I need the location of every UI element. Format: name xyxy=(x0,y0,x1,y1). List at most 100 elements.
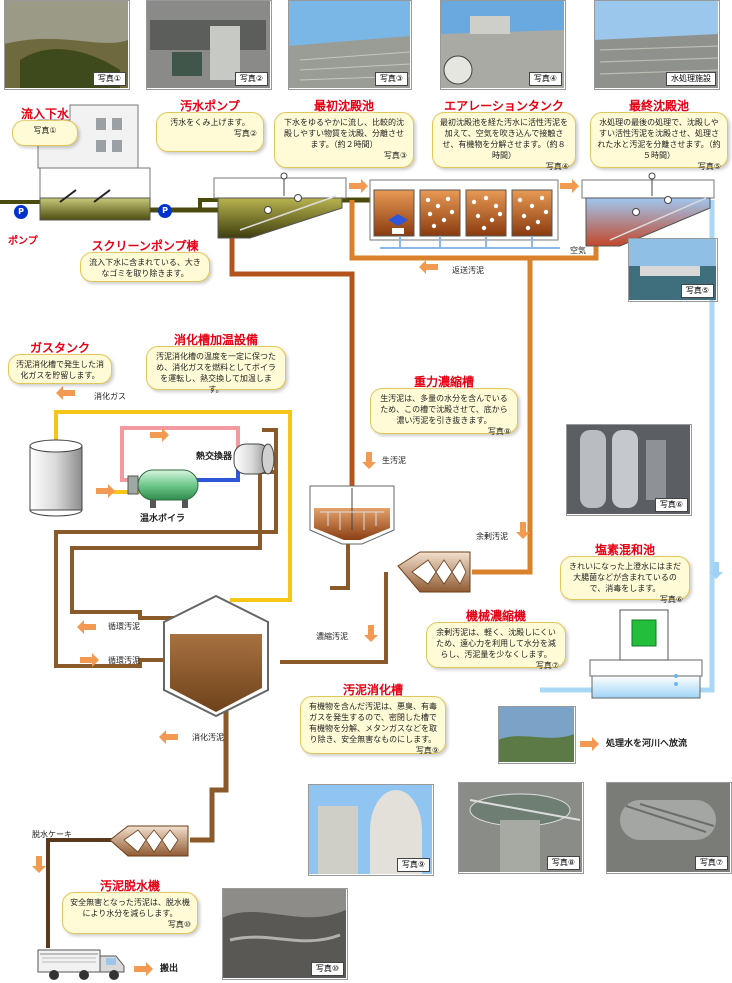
gas-tank xyxy=(29,439,83,517)
carry-out-label: 搬出 xyxy=(160,964,179,974)
photo-7: 写真⑦ xyxy=(606,782,732,874)
excess-sludge-label: 余剰汚泥 xyxy=(476,532,508,541)
gravity-thickener xyxy=(309,485,395,545)
balloon-gas-tank: ガスタンク 汚泥消化槽で発生した消化ガスを貯留します。 xyxy=(8,341,112,384)
heat-exchanger xyxy=(233,443,275,475)
balloon-text: 安全無害となった汚泥は、脱水機により水分を減らします。 xyxy=(70,898,190,918)
digested-sludge-line xyxy=(190,700,229,843)
balloon-text: 汚泥消化槽の温度を一定に保つため、消化ガスを燃料としてボイラを運転し、熱交換して… xyxy=(156,352,276,394)
balloon-ref: 写真④ xyxy=(545,162,569,171)
primary-settling-tank xyxy=(213,172,347,239)
return-sludge-label: 返送汚泥 xyxy=(452,266,484,275)
boiler-label: 温水ボイラ xyxy=(140,514,186,524)
cake-line xyxy=(46,838,122,948)
photo-8: 写真⑧ xyxy=(458,782,584,874)
aeration-tanks xyxy=(369,179,560,249)
photo-caption: 写真⑧ xyxy=(546,856,580,870)
flow-arrows xyxy=(32,179,723,976)
balloon-text: 有機物を含んだ汚泥は、悪臭、有毒ガスを発生するので、密閉した槽で有機物を分解、メ… xyxy=(309,702,437,744)
photo-caption: 写真⑥ xyxy=(654,498,688,512)
circulation-sludge-label: 循環汚泥 xyxy=(108,622,140,631)
final-settling-tank xyxy=(581,172,715,247)
balloon-ref: 写真⑤ xyxy=(697,162,721,171)
raw-sludge-label: 生汚泥 xyxy=(382,456,406,465)
discharge-label: 処理水を河川へ放流 xyxy=(606,739,688,749)
balloon-title: 重力濃縮槽 xyxy=(413,375,474,389)
balloon-chlorine-mixing: 塩素混和池 きれいになった上澄水にはまだ大腸菌などが含まれているので、消毒をしま… xyxy=(560,543,690,604)
pump-label: ポンプ xyxy=(8,236,38,247)
balloon-text: 流入下水に含まれている、大きなゴミを取り除きます。 xyxy=(89,258,201,278)
balloon-ref: 写真⑦ xyxy=(535,661,559,670)
screen-pump-building xyxy=(37,104,151,221)
circulation-sludge-label: 循環汚泥 xyxy=(108,656,140,665)
photo-10: 写真⑩ xyxy=(222,888,348,980)
balloon-title: 消化槽加温設備 xyxy=(173,333,258,347)
photo-caption: 写真⑤ xyxy=(680,284,714,298)
balloon-sludge-digester: 汚泥消化槽 有機物を含んだ汚泥は、悪臭、有毒ガスを発生するので、密閉した槽で有機… xyxy=(300,683,446,755)
balloon-ref: 写真① xyxy=(33,126,57,135)
photo-9: 写真⑨ xyxy=(308,784,434,876)
balloon-sludge-dewatering: 汚泥脱水機 安全無害となった汚泥は、脱水機により水分を減らします。 写真⑩ xyxy=(62,879,198,934)
balloon-title: 流入下水 xyxy=(20,107,69,121)
balloon-ref: 写真⑩ xyxy=(167,920,191,929)
balloon-digester-heating: 消化槽加温設備 汚泥消化槽の温度を一定に保つため、消化ガスを燃料としてボイラを運… xyxy=(146,333,286,394)
balloon-ref: 写真⑧ xyxy=(487,427,511,436)
chlorine-mixing-tank xyxy=(589,609,703,699)
balloon-text: 下水をゆるやかに流し、比較的沈殿しやすい物質を沈殿、分離させます。（約２時間） xyxy=(284,118,404,149)
hot-water-line xyxy=(120,426,240,482)
balloon-text: きれいになった上澄水にはまだ大腸菌などが含まれているので、消毒をします。 xyxy=(569,562,681,593)
balloon-ref: 写真③ xyxy=(383,151,407,160)
photo-1: 写真① xyxy=(4,0,130,90)
pump-icon: P xyxy=(14,205,28,219)
excess-sludge-line xyxy=(472,258,533,575)
dewatered-cake-label: 脱水ケーキ xyxy=(32,830,72,839)
balloon-title: エアレーションタンク xyxy=(444,99,564,113)
heat-exchanger-label: 熱交換器 xyxy=(196,452,233,462)
thickened-sludge-label: 濃縮汚泥 xyxy=(316,632,348,641)
balloon-sewage-pump: 汚水ポンプ 汚水をくみ上げます。 写真② xyxy=(156,99,264,152)
balloon-primary-settling: 最初沈殿池 下水をゆるやかに流し、比較的沈殿しやすい物質を沈殿、分離させます。（… xyxy=(274,99,414,168)
balloon-inflow: 流入下水 写真① xyxy=(12,107,78,146)
balloon-text: 汚水をくみ上げます。 xyxy=(170,118,250,127)
photo-caption: 写真⑦ xyxy=(694,856,728,870)
sludge-digester xyxy=(163,594,269,718)
photo-caption: 写真⑩ xyxy=(310,962,344,976)
photo-caption: 写真② xyxy=(234,72,268,86)
balloon-text: 余剰汚泥は、軽く、沈殿しにくいため、遠心力を利用して水分を減らし、汚泥量を少なく… xyxy=(436,628,556,659)
mechanical-thickener xyxy=(397,551,471,593)
balloon-ref: 写真⑥ xyxy=(659,595,683,604)
hot-water-boiler xyxy=(127,469,199,508)
photo-4: 写真④ xyxy=(440,0,566,90)
balloon-text: 最初沈殿池を経た汚水に活性汚泥を加えて、空気を吹き込んで接触させ、有機物を分解さ… xyxy=(440,118,568,160)
balloon-text: 水処理の最後の処理で、沈殿しやすい活性汚泥を沈殿させ、処理された水と汚泥を分離さ… xyxy=(597,118,721,160)
photo-caption: 水処理施設 xyxy=(666,72,716,86)
balloon-title: 機械濃縮機 xyxy=(465,609,526,623)
balloon-aeration: エアレーションタンク 最初沈殿池を経た汚水に活性汚泥を加えて、空気を吹き込んで接… xyxy=(432,99,576,171)
balloon-text: 生汚泥は、多量の水分を含んでいるため、この槽で沈殿させて、底から濃い汚泥を引き抜… xyxy=(380,394,508,425)
digestion-gas-label: 消化ガス xyxy=(94,392,126,401)
photo-6: 写真⑥ xyxy=(566,424,692,516)
balloon-title: スクリーンポンプ棟 xyxy=(91,239,199,253)
photo-caption: 写真③ xyxy=(374,72,408,86)
pump-icon: P xyxy=(158,204,172,218)
air-label: 空気 xyxy=(570,246,586,255)
balloon-ref: 写真② xyxy=(233,129,257,138)
balloon-title: 最初沈殿池 xyxy=(313,99,374,113)
balloon-title: ガスタンク xyxy=(29,341,90,355)
photo-caption: 写真⑨ xyxy=(396,858,430,872)
photo-caption: 写真④ xyxy=(528,72,562,86)
balloon-final-settling: 最終沈殿池 水処理の最後の処理で、沈殿しやすい活性汚泥を沈殿させ、処理された水と… xyxy=(590,99,728,171)
return-sludge-line xyxy=(349,200,599,261)
photo-river xyxy=(498,706,576,764)
photo-2: 写真② xyxy=(146,0,272,90)
balloon-gravity-thickener: 重力濃縮槽 生汚泥は、多量の水分を含んでいるため、この槽で沈殿させて、底から濃い… xyxy=(370,375,518,436)
cold-water-line xyxy=(196,468,240,482)
balloon-screen-pump: スクリーンポンプ棟 流入下水に含まれている、大きなゴミを取り除きます。 xyxy=(80,239,210,282)
photo-water-facility: 水処理施設 xyxy=(594,0,720,90)
balloon-title: 汚泥消化槽 xyxy=(342,683,403,697)
photo-caption: 写真① xyxy=(92,72,126,86)
balloon-title: 最終沈殿池 xyxy=(628,99,689,113)
balloon-title: 汚泥脱水機 xyxy=(99,879,160,893)
balloon-mechanical-thickener: 機械濃縮機 余剰汚泥は、軽く、沈殿しにくいため、遠心力を利用して水分を減らし、汚… xyxy=(426,609,566,670)
dump-truck xyxy=(37,949,125,980)
